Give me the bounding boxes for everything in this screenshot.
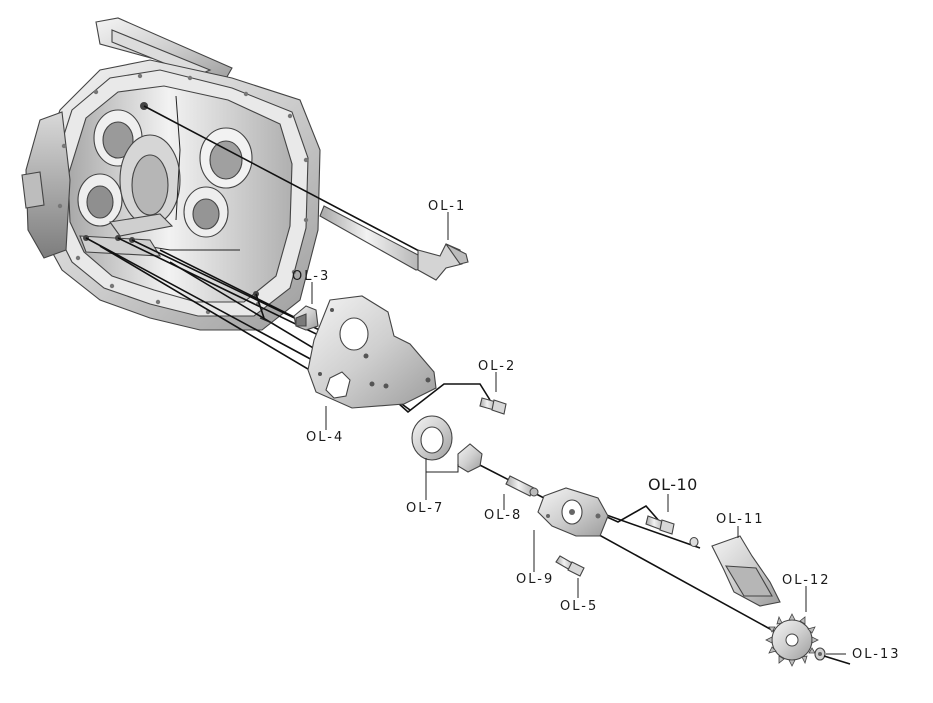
label-ol8: OL-8 [484, 508, 522, 523]
part-bolt-ol10 [645, 515, 675, 535]
part-small-block [259, 305, 319, 331]
part-cover-plate [307, 295, 437, 409]
label-ol5: OL-5 [560, 599, 598, 614]
transmission-housing [21, 17, 321, 331]
part-bolt-ol5 [555, 555, 585, 577]
label-ol3: OL-3 [292, 269, 330, 284]
label-ol10: OL-10 [648, 475, 698, 494]
label-ol4: OL-4 [306, 430, 344, 445]
part-bolt-ol2 [479, 397, 507, 415]
part-bracket [689, 535, 781, 607]
part-labels: OL-1 OL-3 OL-2 OL-4 OL-7 OL-8 OL-10 OL-1… [292, 199, 900, 662]
label-ol1: OL-1 [428, 199, 466, 214]
part-sprocket [765, 613, 819, 667]
label-ol9: OL-9 [516, 572, 554, 587]
label-ol2: OL-2 [478, 359, 516, 374]
label-ol7: OL-7 [406, 501, 444, 516]
part-gear-pair [411, 415, 483, 473]
part-pin-ol8 [505, 475, 539, 497]
part-pump-body [537, 487, 609, 537]
part-nut [814, 647, 851, 665]
label-ol13: OL-13 [852, 647, 900, 662]
label-ol11: OL-11 [716, 512, 764, 527]
callout-leaders [311, 212, 846, 655]
label-ol12: OL-12 [782, 573, 830, 588]
part-shift-rod [319, 205, 469, 281]
assembly-lines [85, 105, 791, 641]
